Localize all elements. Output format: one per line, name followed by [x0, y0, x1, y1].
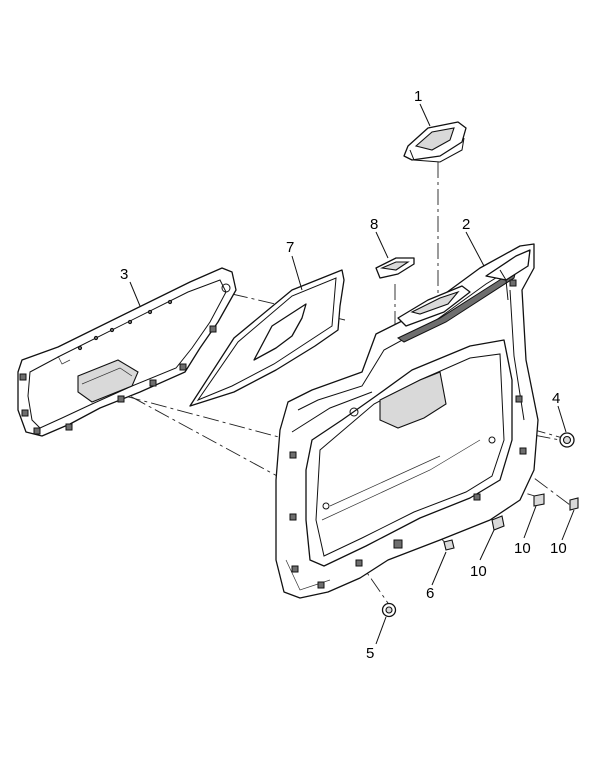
- callout-10-b: 10: [514, 540, 531, 557]
- callout-1: 1: [414, 88, 422, 105]
- part-2-door-trim-panel: [275, 243, 539, 599]
- part-2-clips: [289, 279, 527, 589]
- callout-4: 4: [552, 390, 560, 407]
- callout-labels: 1 2 3 4 5 6 7 8 10 10 10: [120, 88, 567, 662]
- leader-lines: [129, 103, 575, 645]
- part-8-mirror-switch: [375, 257, 415, 279]
- callout-10-c: 10: [550, 540, 567, 557]
- callout-5: 5: [366, 645, 374, 662]
- part-1-switch-bezel: [403, 121, 467, 163]
- callout-2: 2: [462, 216, 470, 233]
- callout-6: 6: [426, 585, 434, 602]
- callout-8: 8: [370, 216, 378, 233]
- callout-7: 7: [286, 239, 294, 256]
- part-4-fastener: [559, 432, 575, 448]
- part-7-deflector-sheet: [189, 269, 345, 407]
- part-10-clips: [491, 493, 579, 531]
- callout-3: 3: [120, 266, 128, 283]
- callout-10-a: 10: [470, 563, 487, 580]
- part-3-bolster-trim: [17, 267, 237, 437]
- part-5-fastener: [381, 602, 397, 618]
- part-6-screw: [443, 539, 455, 551]
- part-3-holes: [77, 299, 173, 351]
- part-3-clips: [19, 325, 217, 435]
